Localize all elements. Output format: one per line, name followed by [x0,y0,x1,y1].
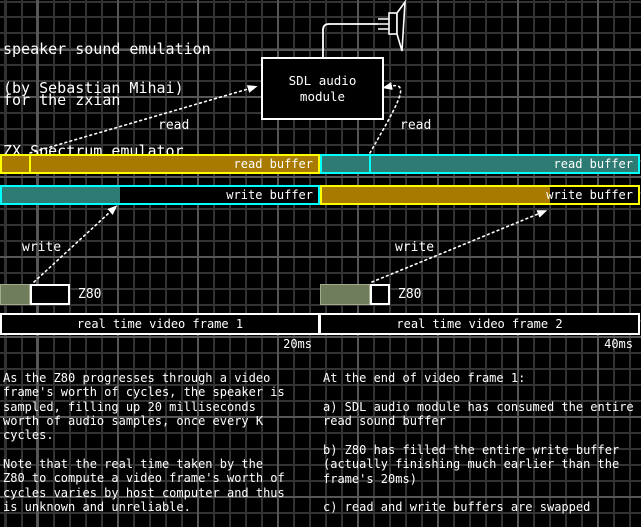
z80-progress-frame2 [320,284,370,305]
write-buffer-frame1-label: write buffer [226,188,313,202]
video-frame-2-bar: real time video frame 2 [319,313,640,335]
read-arrow-label-right: read [400,118,432,133]
write-buffer-frame2: write buffer [320,185,640,205]
note-z80-sampling: As the Z80 progresses through a video fr… [3,371,285,443]
write-buffer-frame1: write buffer [0,185,320,205]
author-byline: (by Sebastian Mihai) [3,79,184,97]
note-point-c: c) read and write buffers are swapped [323,500,591,514]
read-buffer-frame2: read buffer [320,154,640,174]
read-buffer-frame1: read buffer [0,154,320,174]
read-arrow-label-left: read [158,118,190,133]
note-end-of-frame-intro: At the end of video frame 1: [323,371,526,385]
note-point-a: a) SDL audio module has consumed the ent… [323,400,634,429]
time-label-20ms: 20ms [283,337,312,351]
time-label-40ms: 40ms [604,337,633,351]
read-buffer-frame2-divider [369,156,371,172]
sdl-audio-module-box: SDL audio module [261,57,384,120]
write-buffer-frame2-label: write buffer [546,188,633,202]
write-buffer-frame2-filled-portion [322,187,550,203]
write-arrow-label-left: write [22,240,62,255]
sdl-module-label-line-1: SDL audio [288,72,357,88]
write-buffer-frame1-filled-portion [2,187,120,203]
z80-progress-frame1 [0,284,30,305]
note-real-time-varies: Note that the real time taken by the Z80… [3,457,285,514]
read-buffer-frame1-label: read buffer [233,157,313,171]
read-buffer-frame1-divider [29,156,31,172]
z80-box-frame1 [30,284,70,305]
read-buffer-frame2-label: read buffer [553,157,633,171]
video-frame-1-bar: real time video frame 1 [0,313,320,335]
z80-label-frame2: Z80 [398,287,422,302]
z80-label-frame1: Z80 [78,287,102,302]
write-arrow-label-right: write [395,240,435,255]
speaker-icon [322,0,406,57]
title-line-1: speaker sound emulation [3,40,211,58]
note-point-b: b) Z80 has filled the entire write buffe… [323,443,620,486]
sdl-module-label-line-2: module [299,88,346,104]
z80-box-frame2 [370,284,390,305]
